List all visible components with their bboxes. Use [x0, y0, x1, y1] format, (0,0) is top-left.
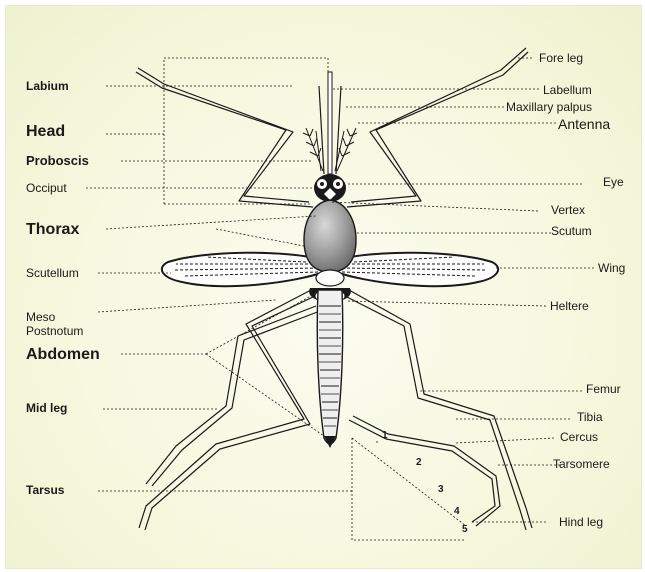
label-labium: Labium	[26, 80, 69, 93]
label-fore-leg: Fore leg	[539, 52, 583, 65]
label-vertex: Vertex	[551, 204, 585, 217]
label-head: Head	[26, 123, 65, 141]
wing-left	[162, 253, 324, 286]
label-maxillary-palpus: Maxillary palpus	[506, 101, 592, 114]
tarsomere-number: 3	[438, 484, 444, 495]
label-abdomen: Abdomen	[26, 346, 100, 364]
label-postnotum: Postnotum	[26, 325, 83, 338]
label-thorax: Thorax	[26, 221, 79, 239]
label-tarsomere: Tarsomere	[553, 458, 610, 471]
label-scutum: Scutum	[551, 225, 592, 238]
label-wing: Wing	[598, 262, 625, 275]
tarsomere-number: 5	[462, 524, 468, 535]
label-tibia: Tibia	[577, 411, 603, 424]
hind-leg-right	[349, 416, 500, 526]
label-heltere: Heltere	[550, 300, 589, 313]
tarsomere-number: 4	[454, 506, 460, 517]
label-cercus: Cercus	[560, 431, 598, 444]
fore-leg-left	[136, 68, 313, 207]
wing-right	[336, 253, 498, 286]
diagram-frame: Labium Head Proboscis Occiput Thorax Scu…	[5, 5, 642, 569]
proboscis	[328, 72, 332, 174]
label-scutellum: Scutellum	[26, 267, 79, 280]
label-hind-leg: Hind leg	[559, 516, 603, 529]
label-antenna: Antenna	[558, 117, 610, 132]
label-labellum: Labellum	[543, 84, 592, 97]
mosquito-abdomen	[317, 290, 343, 448]
fore-leg-right	[347, 48, 528, 207]
tarsomere-number: 2	[416, 457, 422, 468]
label-femur: Femur	[586, 383, 621, 396]
label-proboscis: Proboscis	[26, 154, 89, 168]
label-meso: Meso	[26, 311, 55, 324]
mosquito-thorax	[304, 200, 356, 302]
tarsomere-number: 1	[382, 430, 388, 441]
label-eye: Eye	[603, 176, 624, 189]
mid-leg-left	[139, 290, 315, 530]
mosquito-head	[314, 174, 346, 202]
label-tarsus: Tarsus	[26, 484, 64, 497]
label-occiput: Occiput	[26, 182, 67, 195]
label-mid-leg: Mid leg	[26, 402, 67, 415]
